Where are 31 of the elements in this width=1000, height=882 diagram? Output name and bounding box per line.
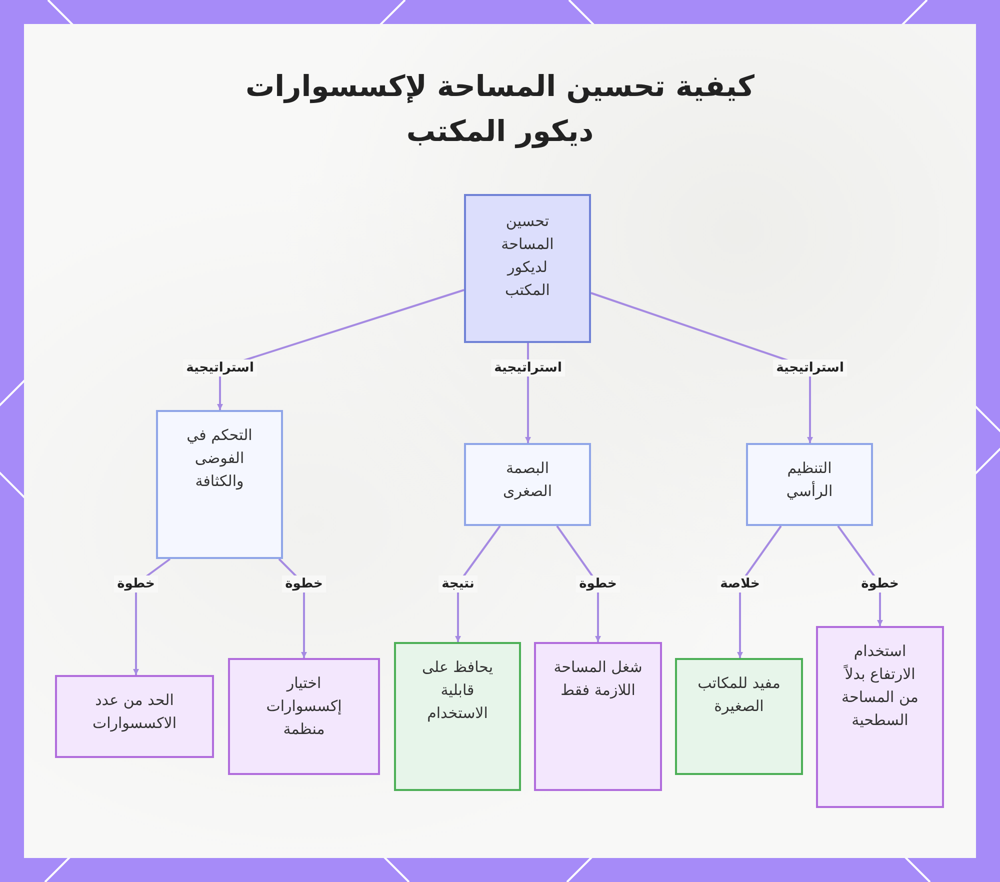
strategy-box — [746, 443, 873, 526]
connector — [217, 289, 464, 410]
strategy-box — [156, 410, 283, 559]
step-box — [534, 642, 662, 791]
edge-label: استراتيجية — [491, 360, 565, 376]
result-text: يحافظ على قابلية الاستخدام — [420, 657, 494, 724]
strategy-text: البصمة الصغرى — [502, 458, 553, 502]
strategy-box — [464, 443, 591, 526]
edge-label: نتيجة — [438, 576, 478, 592]
topic-text: تحسين المساحة لديكور المكتب — [500, 211, 555, 301]
strategy-text: التحكم في الفوضى والكثافة — [186, 425, 254, 492]
step-text: الحد من عدد الاكسسوارات — [91, 690, 178, 734]
step-text: اختيار إكسسوارات منظمة — [265, 673, 343, 740]
edge-label: استراتيجية — [773, 360, 847, 376]
edge-label: استراتيجية — [183, 360, 257, 376]
edge-label: خطوة — [576, 576, 620, 592]
step-box — [228, 658, 380, 775]
result-box — [394, 642, 521, 791]
result-box — [675, 658, 803, 775]
step-box — [55, 675, 214, 758]
connector — [737, 525, 782, 658]
connector — [590, 292, 813, 443]
edge-label: خطوة — [114, 576, 158, 592]
step-box — [816, 626, 944, 808]
topic-box — [464, 194, 591, 343]
step-text: شغل المساحة اللازمة فقط — [552, 657, 644, 701]
result-text: مفيد للمكاتب الصغيرة — [696, 673, 782, 717]
edge-label: خطوة — [282, 576, 326, 592]
step-text: استخدام الارتفاع بدلاً من المساحة السطحية — [840, 641, 920, 731]
strategy-text: التنظيم الرأسي — [785, 458, 834, 502]
diagram-title: كيفية تحسين المساحة لإكسسوارات ديكور المكتب — [244, 68, 756, 150]
